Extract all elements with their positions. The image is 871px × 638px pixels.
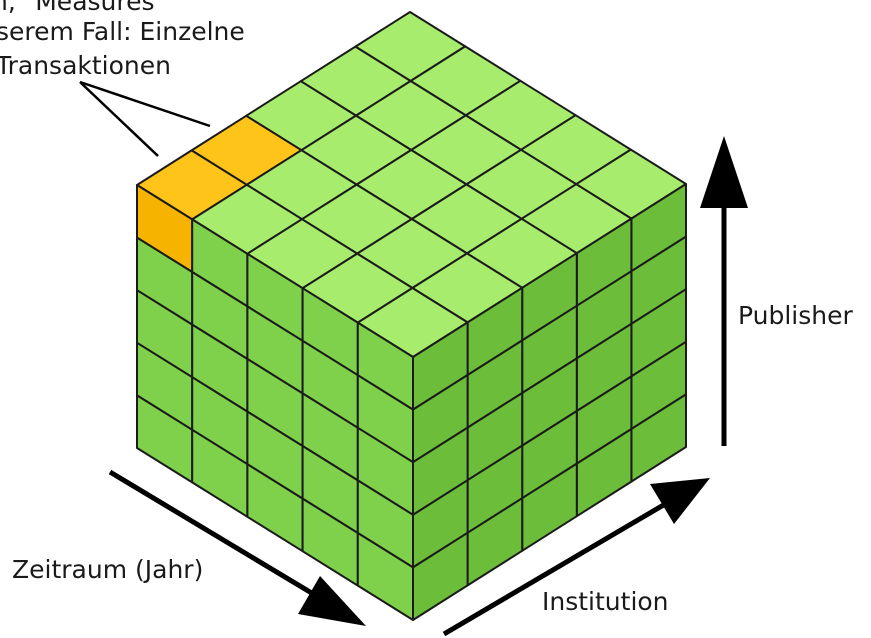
institution-arrow bbox=[442, 478, 710, 637]
annotation-line-1: n, "Measures" bbox=[0, 0, 166, 16]
callout-line-1 bbox=[79, 81, 159, 157]
annotation-line-2: serem Fall: Einzelne bbox=[0, 17, 245, 46]
callout-line-2 bbox=[79, 80, 211, 128]
axis-label-publisher: Publisher bbox=[738, 301, 853, 330]
axis-label-zeitraum: Zeitraum (Jahr) bbox=[12, 555, 203, 584]
zeitraum-arrow bbox=[108, 469, 366, 626]
publisher-arrow bbox=[700, 136, 748, 446]
axis-label-institution: Institution bbox=[542, 587, 669, 616]
cube-cell-right bbox=[412, 531, 469, 621]
annotation-line-3: Transaktionen bbox=[0, 51, 171, 80]
data-cube bbox=[136, 11, 687, 621]
